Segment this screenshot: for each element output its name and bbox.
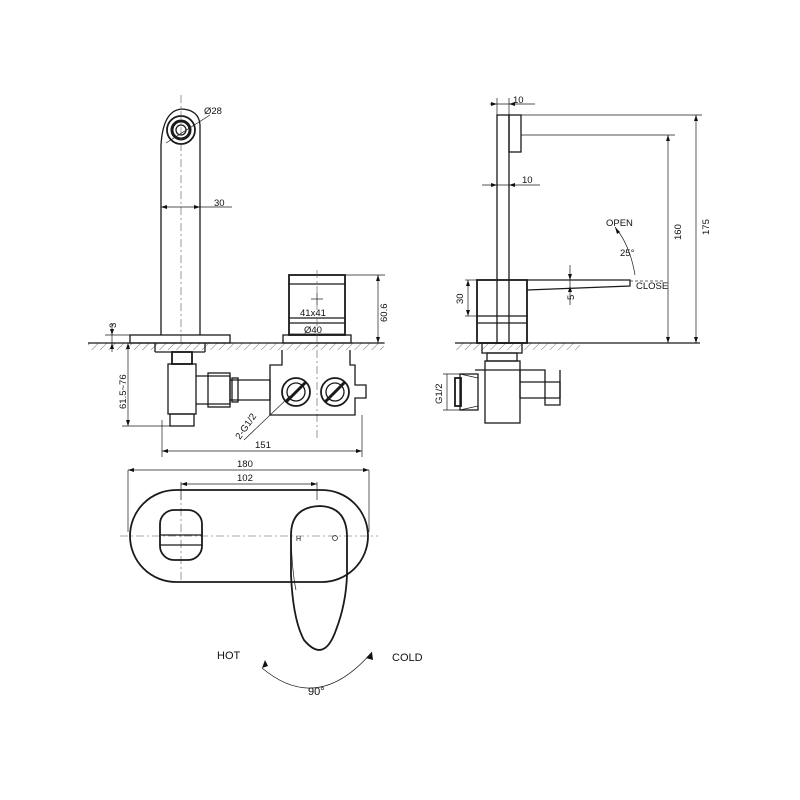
dim-handle-thickness: 5 [566, 295, 577, 300]
mark-hot: H [296, 536, 301, 543]
side-view: 10 10 30 5 OPEN 25° CLOSE [434, 95, 712, 424]
valve-block-front [269, 350, 367, 416]
label-close: CLOSE [636, 281, 668, 292]
dim-spout-height: 160 [673, 224, 684, 240]
spout-side [496, 114, 510, 344]
rotation-angle: 90° [308, 686, 325, 698]
dim-body-height-side: 30 [455, 293, 466, 304]
pipe-assembly [167, 351, 271, 427]
dim-diameter-spout: Ø28 [204, 106, 222, 117]
dim-body-diameter: Ø40 [304, 325, 322, 336]
front-view: Ø28 30 3 [88, 95, 390, 457]
spout-tip-side [508, 114, 522, 153]
dim-overall-width: 151 [255, 440, 271, 451]
valve-body-side [476, 279, 528, 344]
spout-plate [129, 334, 231, 344]
side-wall-hatch [455, 343, 580, 350]
dim-spout-width-side: 10 [522, 175, 533, 186]
dim-handle-width-top: 10 [513, 95, 524, 106]
dim-plate-thickness: 3 [108, 323, 119, 328]
plate-view: 180 102 H HOT COLD 90° [120, 459, 423, 698]
dim-total-height: 175 [701, 219, 712, 235]
lever-handle-side [526, 279, 631, 291]
dim-body-size: 41x41 [300, 308, 326, 319]
lever-handle-top [290, 505, 348, 651]
dim-spout-width: 30 [214, 198, 225, 209]
spout-front [160, 95, 211, 345]
dim-center-distance: 102 [237, 473, 253, 484]
lever-angle: 25° [620, 248, 635, 259]
label-hot: HOT [217, 650, 241, 662]
mark-cold-icon [332, 535, 338, 541]
dim-inlet-thread: 2-G1/2 [233, 412, 259, 442]
wall-hatch [88, 343, 384, 350]
rotation-arc [261, 651, 373, 689]
valve-body-front [282, 270, 352, 440]
label-cold: COLD [392, 652, 423, 664]
dim-body-height: 60.6 [379, 304, 390, 323]
valve-block-side [454, 342, 561, 424]
dim-plate-length: 180 [237, 459, 253, 470]
dim-depth-range: 61.5~76 [118, 374, 129, 409]
dim-inlet-side: G1/2 [434, 383, 445, 404]
label-open: OPEN [606, 218, 633, 229]
